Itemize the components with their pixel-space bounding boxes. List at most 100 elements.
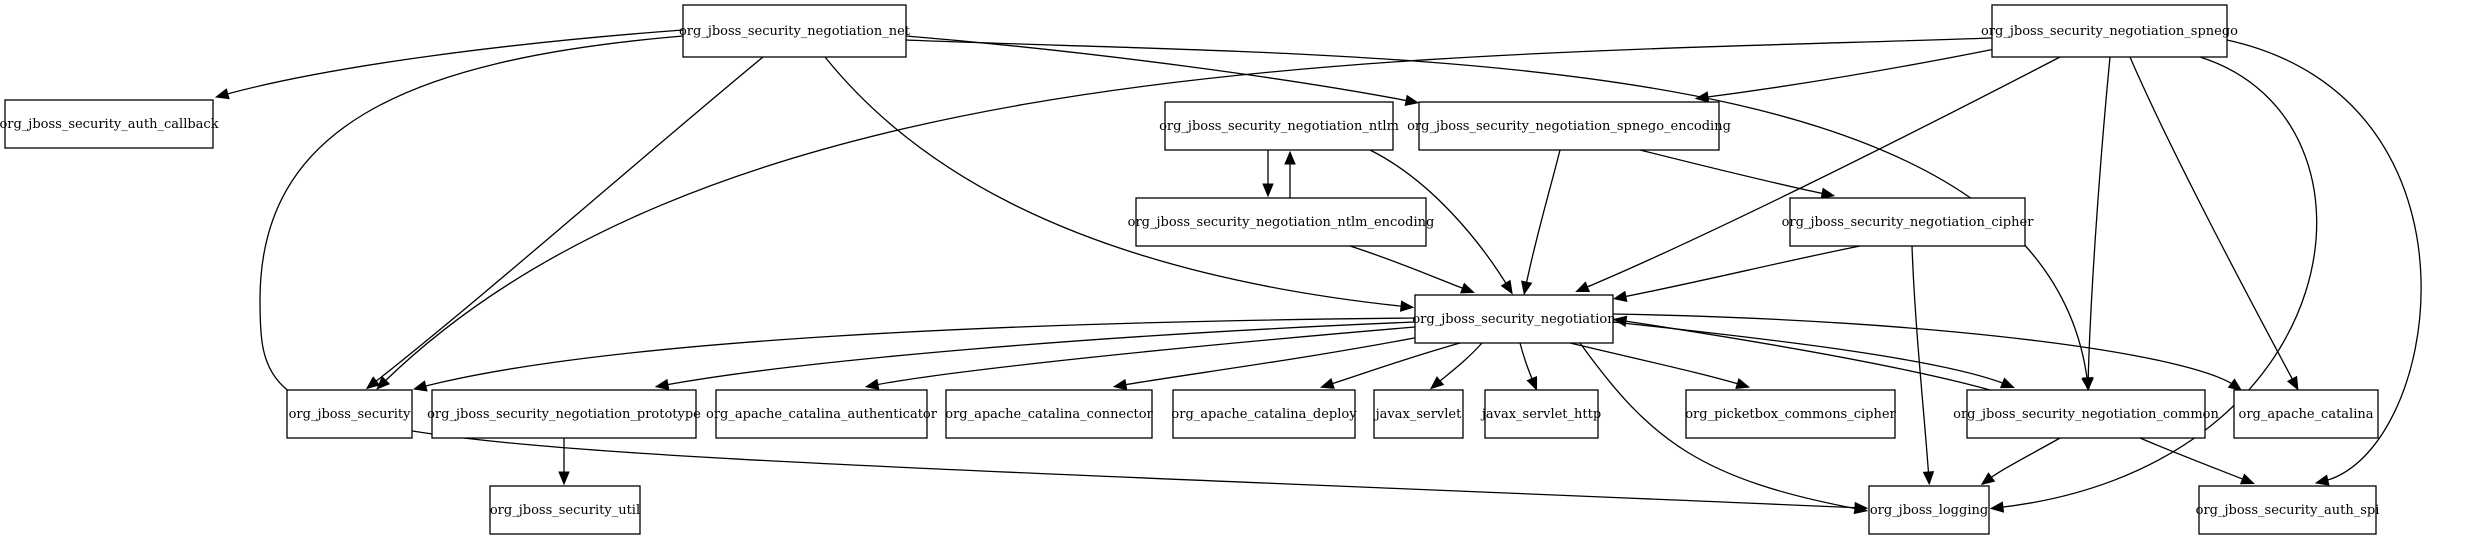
edge-line: [219, 29, 684, 97]
arrowhead-icon: [558, 471, 570, 486]
node-box: [1373, 389, 1464, 439]
arrowhead-icon: [1853, 502, 1869, 515]
edge-spnego-to-auth_spi: [2226, 39, 2422, 486]
edge-line: [1911, 245, 1930, 481]
edge-line: [905, 39, 2089, 387]
node-label: org_jboss_security_auth_callback: [0, 117, 219, 132]
arrowhead-icon: [1612, 290, 1628, 303]
node-label: org_apache_catalina_deploy: [1171, 407, 1357, 422]
node-box: [286, 389, 413, 439]
edge-net-to-spnego_encoding: [905, 35, 1420, 107]
node-box: [489, 485, 641, 535]
edge-negotiation-to-javax_servlet: [1429, 342, 1483, 390]
node-ntlm[interactable]: org_jboss_security_negotiation_ntlm: [1159, 101, 1399, 151]
edge-spnego_encoding-to-cipher: [1639, 149, 1836, 199]
node-box: [945, 389, 1153, 439]
node-util[interactable]: org_jboss_security_util: [489, 485, 641, 535]
arrowhead-icon: [2227, 378, 2243, 392]
node-connector[interactable]: org_apache_catalina_connector: [945, 389, 1154, 439]
node-label: org_jboss_logging: [1870, 503, 1988, 518]
node-javax-servlet-http[interactable]: javax_servlet_http: [1480, 389, 1601, 439]
node-label: org_jboss_security_negotiation_spnego: [1981, 24, 2238, 39]
node-label: org_jboss_security_negotiation_common: [1953, 407, 2219, 422]
node-label: javax_servlet_http: [1480, 407, 1601, 422]
node-common[interactable]: org_jboss_security_negotiation_common: [1953, 389, 2219, 439]
edge-line: [417, 317, 1416, 389]
node-box: [431, 389, 697, 439]
edge-spnego-to-security: [376, 37, 1993, 390]
node-auth-callback[interactable]: org_jboss_security_auth_callback: [0, 99, 219, 149]
edge-line: [2226, 39, 2422, 483]
node-box: [1991, 4, 2228, 58]
edge-cipher-to-logging: [1911, 245, 1935, 486]
edge-net-to-negotiation: [824, 56, 1415, 312]
node-auth-spi[interactable]: org_jboss_security_auth_spi: [2196, 485, 2380, 535]
arrowhead-icon: [1820, 187, 1836, 199]
node-cipher[interactable]: org_jboss_security_negotiation_cipher: [1782, 197, 2035, 247]
node-label: org_jboss_security_negotiation_ntlm_enco…: [1128, 215, 1435, 230]
node-net[interactable]: org_jboss_security_negotiation_net: [679, 4, 911, 58]
node-label: org_picketbox_commons_cipher: [1685, 407, 1896, 422]
node-box: [1135, 197, 1427, 247]
node-label: org_apache_catalina_authenticator: [706, 407, 938, 422]
arrowhead-icon: [2239, 473, 2255, 485]
nodes-layer: org_jboss_security_negotiation_net org_jb…: [0, 4, 2380, 535]
edge-spnego-to-catalina: [2129, 56, 2299, 391]
edge-negotiation-to-picketbox: [1569, 342, 1751, 390]
node-label: org_jboss_security_negotiation_spnego_en…: [1407, 119, 1731, 134]
node-javax-servlet[interactable]: javax_servlet: [1373, 389, 1464, 439]
node-ntlm-encoding[interactable]: org_jboss_security_negotiation_ntlm_enco…: [1128, 197, 1435, 247]
edge-line: [1617, 245, 1861, 299]
arrowhead-icon: [1694, 91, 1710, 103]
node-box: [2233, 389, 2379, 439]
node-label: org_apache_catalina: [2239, 407, 2374, 422]
arrowhead-icon: [654, 378, 670, 391]
node-label: org_apache_catalina_connector: [945, 407, 1153, 422]
node-box: [715, 389, 928, 439]
node-spnego[interactable]: org_jboss_security_negotiation_spnego: [1981, 4, 2238, 58]
arrowhead-icon: [376, 375, 391, 390]
node-prototype[interactable]: org_jboss_security_negotiation_prototype: [427, 389, 701, 439]
arrowhead-icon: [1112, 378, 1128, 391]
edge-line: [1369, 149, 1511, 291]
node-authenticator[interactable]: org_apache_catalina_authenticator: [706, 389, 938, 439]
node-catalina[interactable]: org_apache_catalina: [2233, 389, 2379, 439]
edge-ntlm_encoding-to-ntlm: [1284, 150, 1296, 198]
edge-line: [1579, 56, 2061, 291]
node-logging[interactable]: org_jboss_logging: [1868, 485, 1990, 535]
arrowhead-icon: [1999, 377, 2015, 389]
node-box: [2198, 485, 2377, 535]
edge-ntlm-to-ntlm_encoding: [1262, 150, 1274, 198]
node-picketbox[interactable]: org_picketbox_commons_cipher: [1685, 389, 1897, 439]
arrowhead-icon: [1735, 378, 1751, 390]
edge-negotiation-to-connector: [1112, 334, 1431, 391]
node-negotiation[interactable]: org_jboss_security_negotiation: [1412, 294, 1616, 344]
node-box: [1414, 294, 1614, 344]
edge-spnego-to-negotiation: [1575, 56, 2061, 293]
edge-prototype-to-util: [558, 437, 570, 486]
node-label: org_jboss_security_negotiation: [1412, 312, 1616, 327]
arrowhead-icon: [1429, 376, 1445, 390]
node-deploy[interactable]: org_apache_catalina_deploy: [1171, 389, 1357, 439]
arrowhead-icon: [2286, 375, 2299, 391]
edges-layer: [214, 29, 2422, 515]
edge-line: [1579, 342, 1864, 511]
node-box: [4, 99, 214, 149]
edge-negotiation-to-logging: [1579, 342, 1869, 515]
edge-spnego_encoding-to-negotiation: [1521, 149, 1561, 296]
edge-line: [2087, 56, 2111, 387]
node-box: [1966, 389, 2206, 439]
edge-line: [2129, 56, 2297, 387]
edge-line: [1639, 149, 1831, 196]
node-box: [1789, 197, 2026, 247]
arrowhead-icon: [1922, 471, 1935, 486]
arrowhead-icon: [1284, 150, 1296, 165]
arrowhead-icon: [864, 378, 880, 391]
edge-net-to-auth_callback: [214, 29, 684, 100]
node-spnego-encoding[interactable]: org_jboss_security_negotiation_spnego_en…: [1407, 101, 1731, 151]
edge-line: [1612, 313, 2239, 389]
node-label: org_jboss_security_negotiation_prototype: [427, 407, 701, 422]
arrowhead-icon: [365, 376, 381, 390]
node-security[interactable]: org_jboss_security: [286, 389, 413, 439]
edge-negotiation-to-authenticator: [864, 326, 1416, 391]
